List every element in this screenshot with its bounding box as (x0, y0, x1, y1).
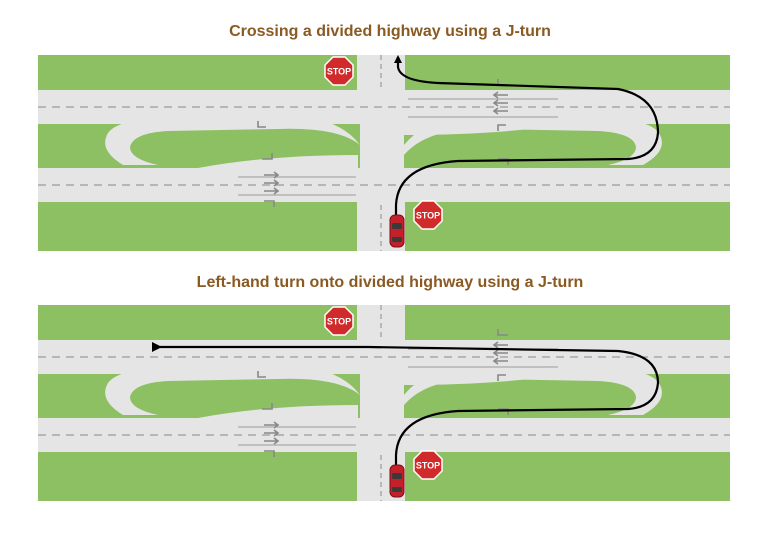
road-median-crossing (360, 373, 404, 420)
road-left-decel-lane (198, 155, 358, 168)
stop-sign-top: STOP (324, 56, 354, 86)
road-median-crossing (360, 123, 404, 170)
car (389, 464, 405, 498)
stop-sign-bottom: STOP (413, 450, 443, 480)
stop-sign-top-label: STOP (327, 317, 351, 327)
diagram-title-left-turn: Left-hand turn onto divided highway usin… (196, 274, 584, 291)
diagram-title-crossing: Crossing a divided highway using a J-tur… (229, 23, 551, 40)
car (389, 214, 405, 248)
route-path (394, 55, 660, 229)
pavement-arrows-left (257, 371, 280, 457)
stop-sign-bottom: STOP (413, 200, 443, 230)
road-left-loop (105, 365, 360, 415)
diagram-crossing: STOP STOP (38, 55, 730, 251)
pavement-arrows-right (492, 329, 509, 415)
pavement-arrows-left (257, 121, 280, 207)
stop-sign-top: STOP (324, 306, 354, 336)
road-left-decel-lane (198, 405, 358, 418)
stop-sign-top-label: STOP (327, 67, 351, 77)
road-right-decel-lane (404, 123, 568, 135)
road-right-decel-lane (404, 373, 568, 385)
stop-sign-bottom-label: STOP (416, 461, 440, 471)
diagram-left-turn: STOP STOP (38, 305, 730, 501)
road-left-loop (105, 115, 360, 165)
route-path (152, 342, 660, 479)
stop-sign-bottom-label: STOP (416, 211, 440, 221)
